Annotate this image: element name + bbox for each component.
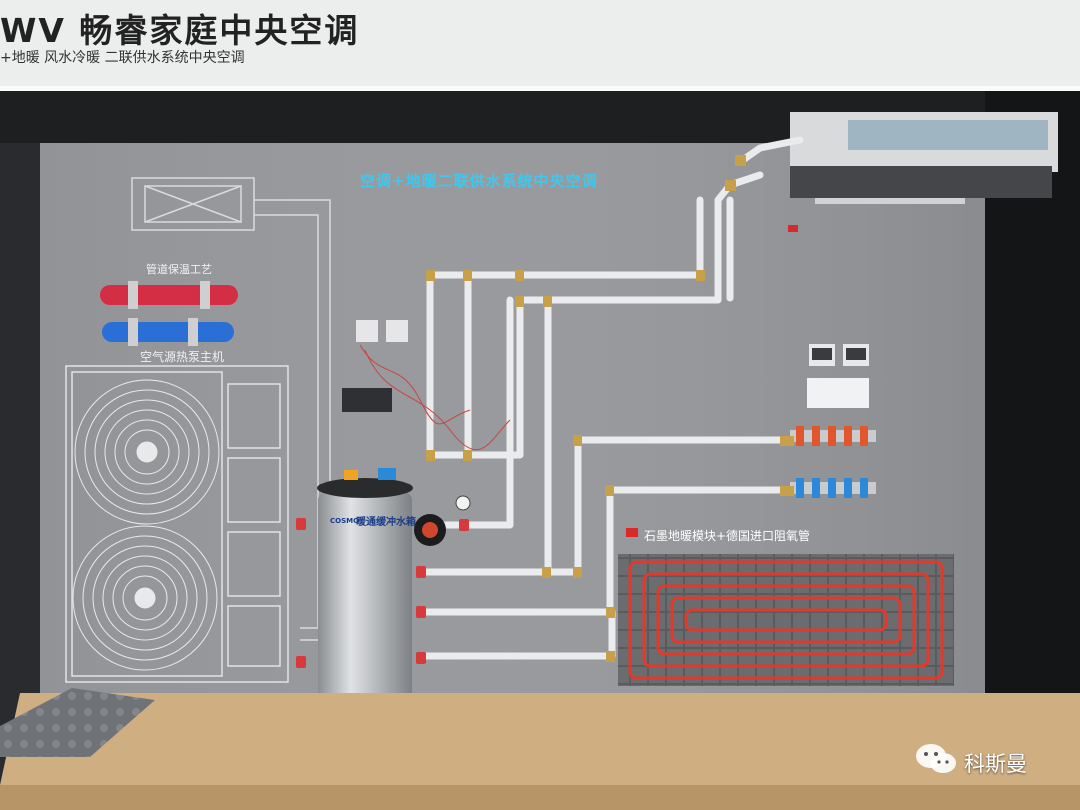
flag-marker	[788, 225, 798, 232]
pipe-insulation-label: 管道保温工艺	[146, 263, 212, 276]
thermostat-panels	[356, 320, 869, 408]
floor-edge	[0, 785, 1080, 810]
tank-brand-label: COSMO	[330, 517, 360, 525]
control-wiring	[359, 344, 511, 451]
relay-board	[342, 388, 392, 412]
buffer-tank	[317, 468, 413, 726]
floor-mat-sample	[0, 688, 155, 757]
heat-pump-label: 空气源热泵主机	[140, 350, 225, 364]
floor-module-label: 石墨地暖模块+德国进口阻氧管	[644, 529, 811, 543]
floor-heating-manifold	[780, 426, 876, 498]
fan-coil-unit	[790, 112, 1058, 204]
flag-marker	[626, 528, 638, 537]
fan-grille-top	[74, 379, 220, 525]
header-banner	[0, 0, 1080, 88]
duct-unit-outline	[131, 177, 331, 641]
brass-fittings	[426, 155, 746, 662]
floor-heating-module	[618, 554, 954, 686]
tank-name-label: 暖通缓冲水箱	[356, 517, 416, 528]
insulated-pipe-red	[100, 281, 238, 309]
wechat-icon	[916, 744, 956, 773]
fan-grille-bottom	[72, 525, 218, 671]
header-subtitle: +地暖 风水冷暖 二联供水系统中央空调	[0, 50, 245, 66]
heat-pump-outline	[65, 365, 289, 683]
watermark-text: 科斯曼	[964, 752, 1027, 776]
circulation-pump	[414, 495, 471, 546]
red-valves	[296, 518, 469, 668]
diagram-title: 空调+地暖二联供水系统中央空调	[360, 172, 598, 190]
insulated-pipe-blue	[102, 318, 234, 346]
header-title: WV 畅睿家庭中央空调	[0, 11, 360, 50]
wood-floor	[0, 693, 1080, 785]
led-strip	[0, 86, 1080, 91]
